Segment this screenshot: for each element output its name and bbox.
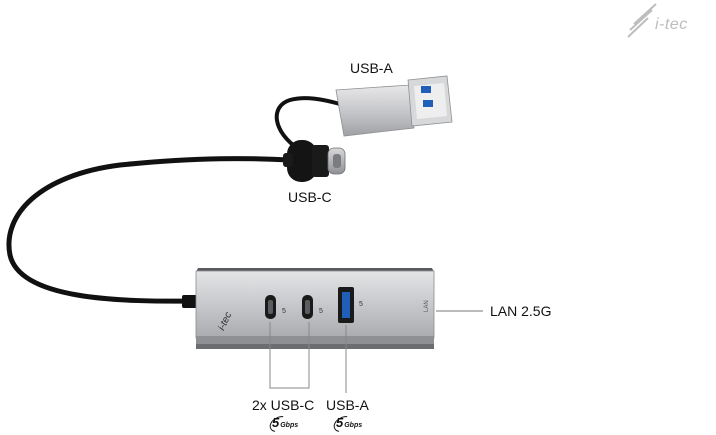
speed-badge-value: 5 [336, 415, 344, 430]
lan-label: LAN 2.5G [490, 303, 552, 319]
speed-badge-value: 5 [272, 415, 280, 430]
speed-badge-unit: Gbps [280, 422, 299, 429]
usb-c-port-2 [302, 295, 313, 319]
port-3-speed-mark: 5 [359, 301, 363, 308]
speed-badge-usb-c: 5 Gbps [266, 412, 299, 435]
port-1-speed-mark: 5 [282, 308, 286, 315]
usb-a-port [338, 287, 354, 323]
speed-badge-usb-a: 5 Gbps [330, 412, 363, 435]
brand-logo-mark [627, 3, 657, 38]
brand-logo-text: i-tec [655, 16, 688, 33]
usb-a-plug-label: USB-A [350, 60, 393, 76]
usb-a-plug [335, 75, 453, 137]
usb-c-plug-label: USB-C [288, 189, 332, 205]
usb-c-plug [283, 140, 346, 182]
hub-body [195, 268, 435, 349]
hub-strain-relief [182, 295, 200, 308]
port-2-speed-mark: 5 [319, 308, 323, 315]
speed-badge-unit: Gbps [344, 422, 363, 429]
usb-c-ports-label: 2x USB-C [252, 397, 315, 413]
usb-c-port-1 [265, 295, 276, 319]
usb-a-port-label: USB-A [326, 397, 369, 413]
hub-lan-text: LAN [424, 300, 430, 312]
main-cable [6, 156, 293, 304]
usb-c-ports-callout-line [269, 322, 310, 389]
usb-a-tether [274, 96, 342, 152]
